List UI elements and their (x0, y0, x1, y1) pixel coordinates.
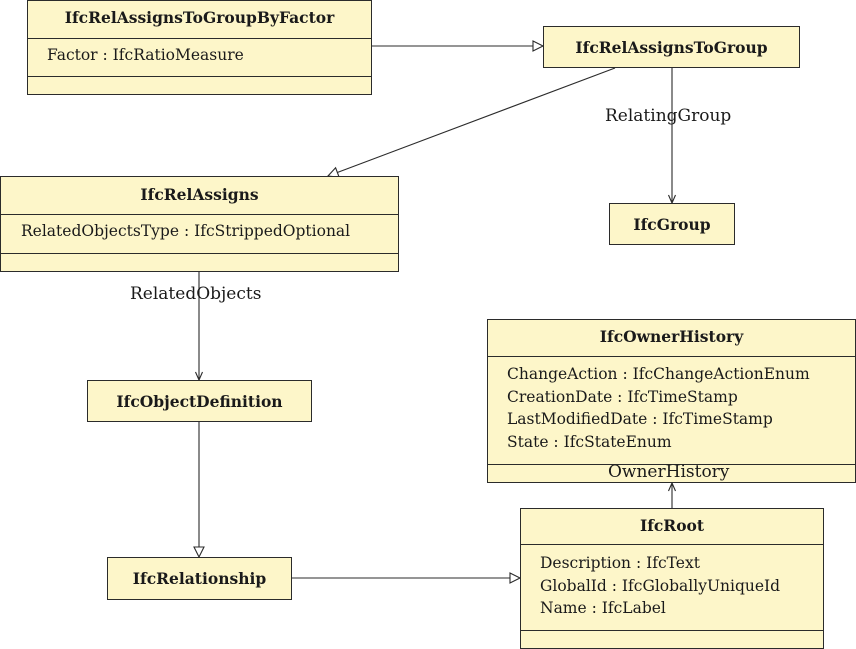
attribute-section: Factor : IfcRatioMeasure (28, 38, 371, 76)
class-ifcownerhistory[interactable]: IfcOwnerHistory ChangeAction : IfcChange… (487, 319, 856, 483)
class-ifcgroup[interactable]: IfcGroup (609, 203, 735, 245)
class-name: IfcRelAssignsToGroupByFactor (64, 8, 335, 27)
attribute: GlobalId : IfcGloballyUniqueId (540, 576, 781, 595)
class-ifcrelassignstogroup[interactable]: IfcRelAssignsToGroup (543, 26, 800, 68)
attribute-section: ChangeAction : IfcChangeActionEnum Creat… (488, 356, 855, 464)
attribute-section: RelatedObjectsType : IfcStrippedOptional (1, 214, 398, 253)
class-name: IfcObjectDefinition (116, 391, 283, 411)
class-name: IfcRelAssigns (140, 185, 259, 204)
class-name: IfcRelationship (132, 569, 267, 588)
label-relatinggroup: RelatingGroup (605, 106, 732, 126)
attribute: State : IfcStateEnum (507, 432, 672, 451)
attribute-section: Description : IfcText GlobalId : IfcGlob… (521, 544, 823, 630)
class-ifcrelassignstogroupbyfactor[interactable]: IfcRelAssignsToGroupByFactor Factor : If… (27, 0, 372, 95)
operation-section (521, 630, 823, 648)
class-name: IfcRoot (639, 516, 705, 535)
generalization-relassignstogroup-to-relassigns (328, 67, 616, 176)
attribute: Description : IfcText (540, 554, 700, 572)
label-ownerhistory: OwnerHistory (608, 462, 730, 482)
attribute: Name : IfcLabel (540, 599, 666, 617)
attribute: CreationDate : IfcTimeStamp (507, 387, 738, 406)
class-ifcrelationship[interactable]: IfcRelationship (107, 557, 292, 600)
label-relatedobjects: RelatedObjects (130, 284, 262, 304)
attribute: LastModifiedDate : IfcTimeStamp (507, 410, 773, 428)
operation-section (28, 76, 371, 94)
class-ifcrelassigns[interactable]: IfcRelAssigns RelatedObjectsType : IfcSt… (0, 176, 399, 272)
class-ifcobjectdefinition[interactable]: IfcObjectDefinition (87, 380, 312, 422)
attribute: Factor : IfcRatioMeasure (47, 46, 244, 64)
class-name: IfcOwnerHistory (599, 327, 744, 346)
attribute: RelatedObjectsType : IfcStrippedOptional (21, 222, 351, 240)
attribute: ChangeAction : IfcChangeActionEnum (507, 365, 810, 383)
operation-section (488, 464, 855, 482)
class-name: IfcGroup (633, 214, 711, 234)
class-name: IfcRelAssignsToGroup (575, 37, 768, 57)
class-ifcroot[interactable]: IfcRoot Description : IfcText GlobalId :… (520, 508, 824, 649)
operation-section (1, 253, 398, 271)
